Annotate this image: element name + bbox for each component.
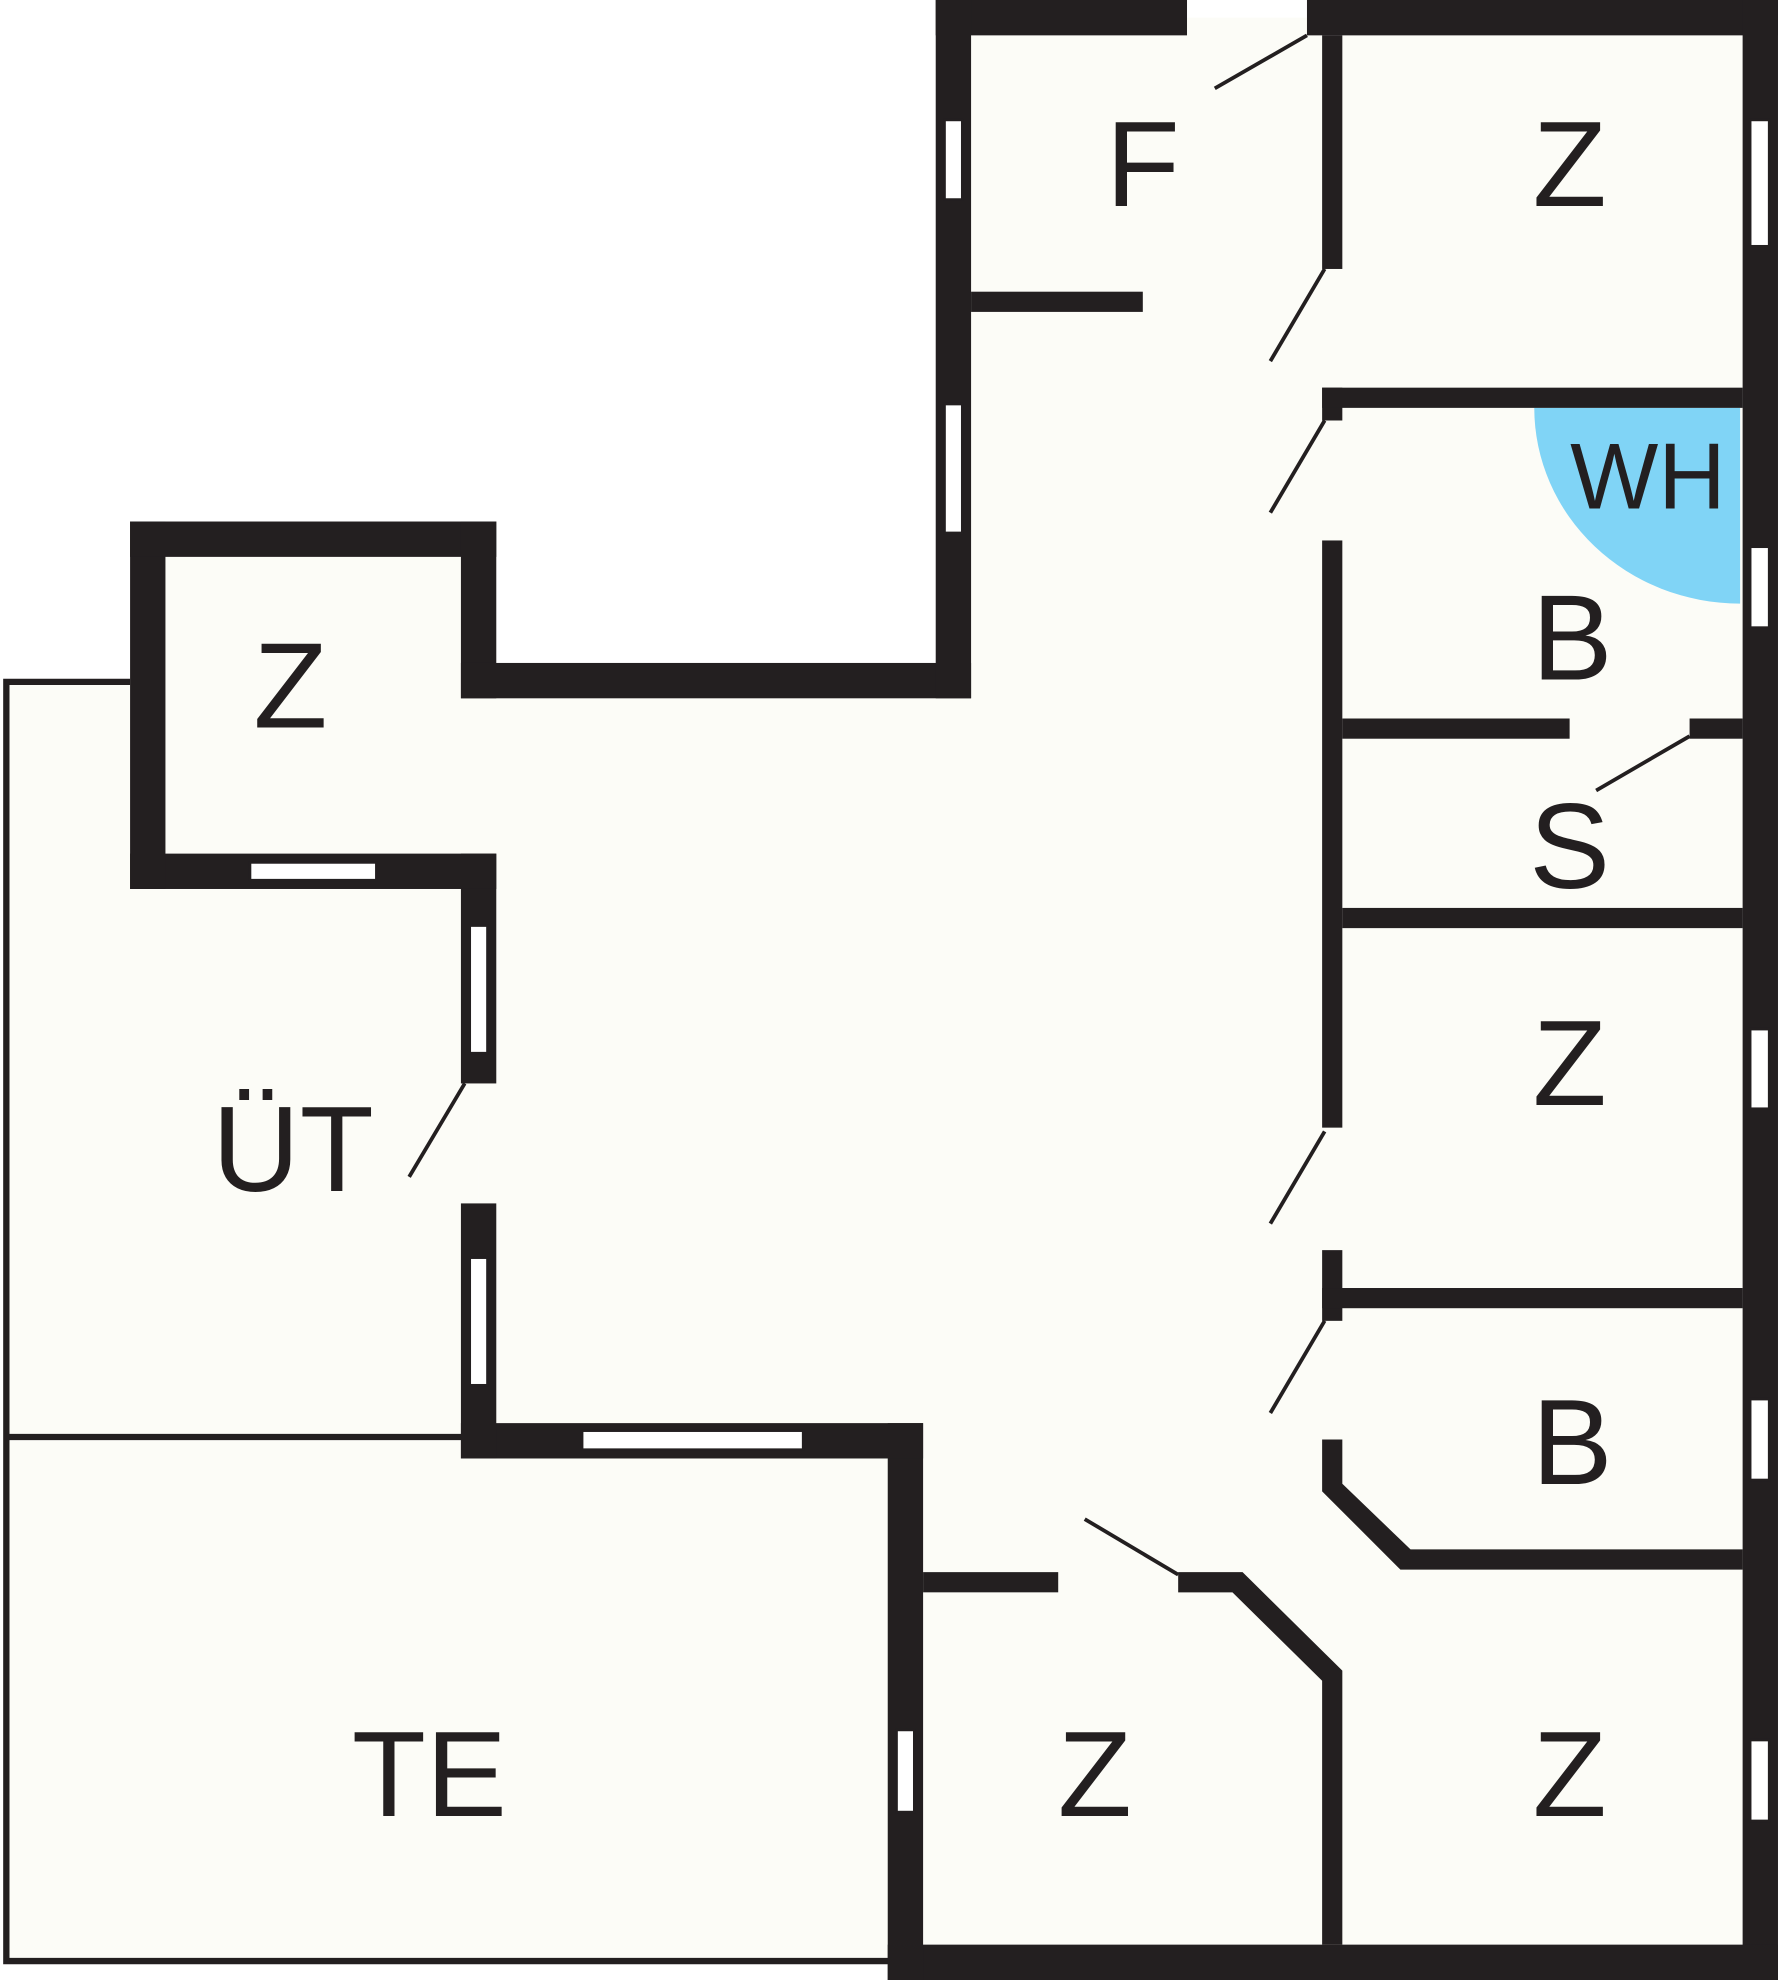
room-label-s: S	[1529, 778, 1610, 914]
windows	[248, 118, 1771, 1823]
door-swing	[1268, 419, 1327, 514]
room-label-b-top: B	[1532, 570, 1613, 706]
window	[1748, 118, 1771, 248]
doors	[407, 33, 1691, 1577]
room-label-wh: WH	[1570, 424, 1726, 529]
room-label-z-left: Z	[253, 618, 327, 754]
window	[895, 1728, 916, 1814]
door-swing	[1083, 1517, 1180, 1577]
door-swing	[1268, 1319, 1327, 1414]
room-label-te: TE	[352, 1706, 507, 1842]
window	[580, 1429, 805, 1451]
door-swing	[1213, 33, 1308, 91]
room-label-z-mid-right: Z	[1533, 995, 1607, 1131]
room-label-z-bottom-mid: Z	[1058, 1706, 1132, 1842]
window	[468, 1256, 489, 1387]
room-label-z-top-right: Z	[1533, 96, 1607, 232]
outer-walls	[130, 0, 1778, 1980]
door-swing	[407, 1082, 467, 1178]
door-swing	[1268, 1130, 1327, 1225]
room-label-b-bottom: B	[1532, 1374, 1613, 1510]
window	[943, 402, 964, 535]
window	[1748, 1397, 1771, 1482]
window	[1748, 1027, 1771, 1110]
door-swing	[1268, 268, 1327, 363]
window	[1748, 545, 1771, 629]
wh-area	[1534, 407, 1741, 604]
terrace-outline	[3, 678, 891, 1965]
room-label-ut: ÜT	[212, 1081, 374, 1217]
room-label-z-bottom-right: Z	[1533, 1706, 1607, 1842]
window	[943, 118, 964, 201]
interior-walls	[923, 35, 1743, 1945]
window	[248, 861, 378, 882]
floor-area	[6, 17, 1761, 1963]
window	[468, 924, 489, 1055]
window	[1748, 1738, 1771, 1823]
door-swing	[1595, 734, 1691, 793]
room-label-f: F	[1106, 96, 1180, 232]
